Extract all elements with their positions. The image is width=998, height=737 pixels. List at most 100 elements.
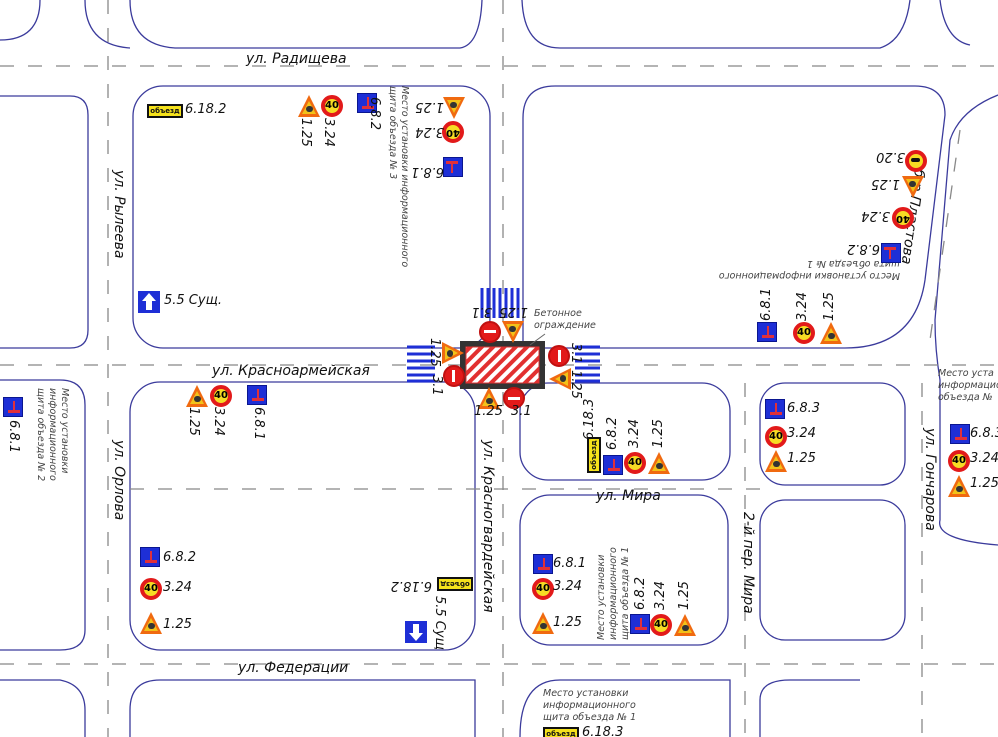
- detour-sign-icon: объезд: [587, 437, 601, 473]
- sign-code-label: 3.1: [429, 375, 444, 396]
- sign-code-label: 3.24: [861, 208, 890, 223]
- no-entry-sign-icon: [503, 387, 525, 409]
- concrete-barrier-label: Бетонное ограждение: [534, 308, 596, 331]
- sign-code-label: 6.8.1: [759, 287, 774, 321]
- no-entry-sign-icon: [548, 345, 570, 367]
- crosswalks: [407, 288, 600, 383]
- no-entry-sign-icon: [443, 365, 465, 387]
- sign-code-label: 3.24: [163, 580, 192, 595]
- dead-end-sign-icon: [357, 93, 377, 113]
- sign-code-label: 6.8.3: [787, 401, 821, 416]
- sign-code-label: 6.8.2: [367, 97, 382, 131]
- dead-end-sign-icon: [950, 424, 970, 444]
- sign-code-label: 3.20: [876, 149, 905, 164]
- no-entry-sign-icon: [479, 321, 501, 343]
- street-label-orlova: ул. Орлова: [111, 440, 127, 521]
- dead-end-sign-icon: [630, 614, 650, 634]
- info-board-note-2: Место установки информационного щита объ…: [35, 388, 70, 482]
- sign-code-label: 1.25: [553, 615, 582, 630]
- sign-code-label: 3.24: [211, 407, 226, 436]
- crosswalk-east: [575, 345, 600, 383]
- dead-end-sign-icon: [757, 322, 777, 342]
- dead-end-sign-icon: [3, 397, 23, 417]
- sign-code-label: 6.8.1: [6, 420, 21, 454]
- sign-code-label: 1.25: [415, 99, 444, 114]
- detour-sign-icon: объезд: [437, 577, 473, 591]
- sign-code-label: 6.8.2: [846, 241, 880, 256]
- speed-limit-sign-icon: 40: [765, 426, 787, 448]
- street-label-radishcheva: ул. Радищева: [246, 51, 347, 67]
- detour-sign-icon: объезд: [543, 727, 579, 737]
- sign-code-label: 6.18.2: [390, 578, 432, 593]
- sign-code-label: 3.24: [321, 118, 336, 147]
- sign-code-label: 5.5 Сущ.: [164, 293, 222, 308]
- concrete-barrier: [460, 341, 545, 389]
- one-way-sign-icon: [405, 621, 427, 643]
- sign-code-label: 3.1: [471, 304, 492, 319]
- dead-end-sign-icon: [765, 399, 785, 419]
- sign-code-label: 6.18.3: [582, 398, 597, 440]
- street-label-goncharova: ул. Гончарова: [922, 428, 938, 531]
- info-board-note-3: Место установки информационного щита объ…: [387, 86, 410, 268]
- sign-code-label: 6.8.2: [163, 550, 197, 565]
- sign-code-label: 3.24: [415, 124, 444, 139]
- sign-code-label: 1.25: [298, 118, 313, 147]
- speed-limit-sign-icon: 40: [948, 450, 970, 472]
- info-board-note-1-bottom: Место установки информационного щита объ…: [543, 688, 637, 723]
- sign-code-label: 1.25: [427, 338, 442, 367]
- sign-code-label: 3.24: [795, 292, 810, 321]
- speed-limit-sign-icon: 40: [624, 452, 646, 474]
- speed-limit-sign-icon: 40: [532, 578, 554, 600]
- street-label-ryleeva: ул. Рылеева: [111, 170, 127, 259]
- sign-code-label: 1.25: [822, 292, 837, 321]
- dead-end-sign-icon: [533, 554, 553, 574]
- sign-code-label: 3.24: [970, 451, 998, 466]
- speed-limit-sign-icon: 40: [442, 121, 464, 143]
- speed-limit-sign-icon: 40: [793, 322, 815, 344]
- speed-limit-sign-icon: 40: [892, 207, 914, 229]
- street-label-federatsii: ул. Федерации: [238, 660, 349, 676]
- dead-end-sign-icon: [247, 385, 267, 405]
- sign-code-label: 6.8.2: [633, 576, 648, 610]
- street-label-per-mira: 2-й пер. Мира: [740, 512, 756, 614]
- info-board-note-east: Место уста информацио объезда №: [938, 368, 998, 403]
- sign-code-label: 1.25: [871, 176, 900, 191]
- sign-code-label: 3.1: [511, 404, 532, 419]
- sign-code-label: 6.8.3: [970, 426, 998, 441]
- no-overtaking-sign-icon: [905, 150, 927, 172]
- info-board-note-1-north: Место установки информационного щита объ…: [718, 258, 900, 281]
- sign-code-label: 1.25: [677, 581, 692, 610]
- sign-code-label: 5.5 Сущ: [432, 596, 447, 650]
- sign-code-label: 3.24: [627, 419, 642, 448]
- street-label-mira: ул. Мира: [596, 488, 661, 504]
- street-label-krasnoarmeyskaya: ул. Красноармейская: [212, 363, 370, 379]
- dead-end-sign-icon: [140, 547, 160, 567]
- one-way-sign-icon: [138, 291, 160, 313]
- sign-code-label: 3.1: [568, 343, 583, 364]
- sign-code-label: 6.8.1: [251, 407, 266, 441]
- sign-code-label: 1.25: [163, 617, 192, 632]
- sign-code-label: 1.25: [474, 404, 503, 419]
- street-label-krasnogvardeyskaya: ул. Красногвардейская: [480, 440, 496, 613]
- sign-code-label: 3.24: [653, 581, 668, 610]
- speed-limit-sign-icon: 40: [321, 95, 343, 117]
- sign-code-label: 1.25: [568, 370, 583, 399]
- crosswalk-north: [480, 288, 520, 318]
- dead-end-sign-icon: [603, 455, 623, 475]
- speed-limit-sign-icon: 40: [140, 578, 162, 600]
- sign-code-label: 6.8.1: [553, 556, 587, 571]
- speed-limit-sign-icon: 40: [650, 614, 672, 636]
- sign-code-label: 1.25: [186, 407, 201, 436]
- crosswalk-west: [407, 345, 435, 383]
- sign-code-label: 6.8.1: [410, 164, 444, 179]
- sign-code-label: 3.24: [553, 579, 582, 594]
- sign-code-label: 1.25: [651, 419, 666, 448]
- speed-limit-sign-icon: 40: [210, 385, 232, 407]
- sign-code-label: 6.8.2: [605, 416, 620, 450]
- sign-code-label: 6.18.2: [185, 102, 227, 117]
- sign-code-label: 3.24: [787, 426, 816, 441]
- sign-code-label: 6.18.3: [582, 725, 624, 737]
